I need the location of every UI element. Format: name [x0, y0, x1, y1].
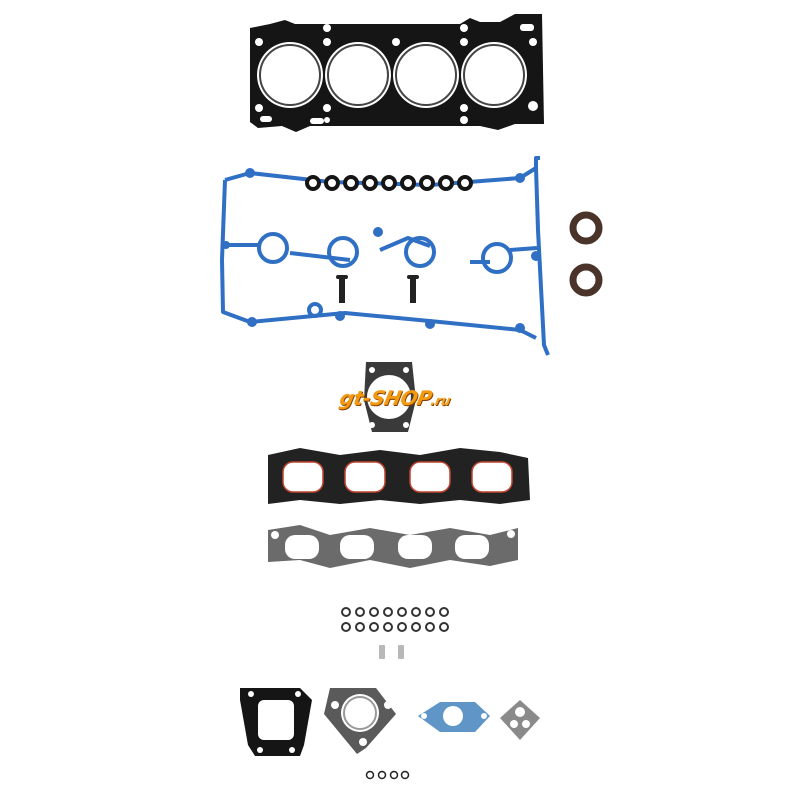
small-o-rings: [341, 607, 449, 632]
intake-manifold-gasket: [268, 448, 530, 504]
tiny-o-rings: [365, 770, 410, 780]
watermark-brand: gt-SHOP: [337, 386, 435, 410]
watermark-suffix: .ru: [429, 394, 452, 409]
exhaust-manifold-gasket: [268, 525, 518, 568]
thermostat-housing-gasket: [240, 688, 312, 756]
egr-flange-gasket: [324, 688, 396, 754]
watermark-logo: gt-SHOP.ru: [337, 386, 453, 410]
dowel-pins: [379, 645, 404, 659]
idle-air-valve-gasket: [500, 700, 540, 740]
cylinder-head-gasket: [250, 14, 544, 132]
throttle-body-gasket: [364, 362, 416, 432]
camshaft-seals: [569, 211, 603, 297]
valve-cover-gasket: [220, 156, 550, 356]
valve-stem-seals: [305, 175, 473, 191]
water-outlet-gasket: [418, 702, 490, 732]
valve-cover-bolts: [336, 275, 419, 303]
